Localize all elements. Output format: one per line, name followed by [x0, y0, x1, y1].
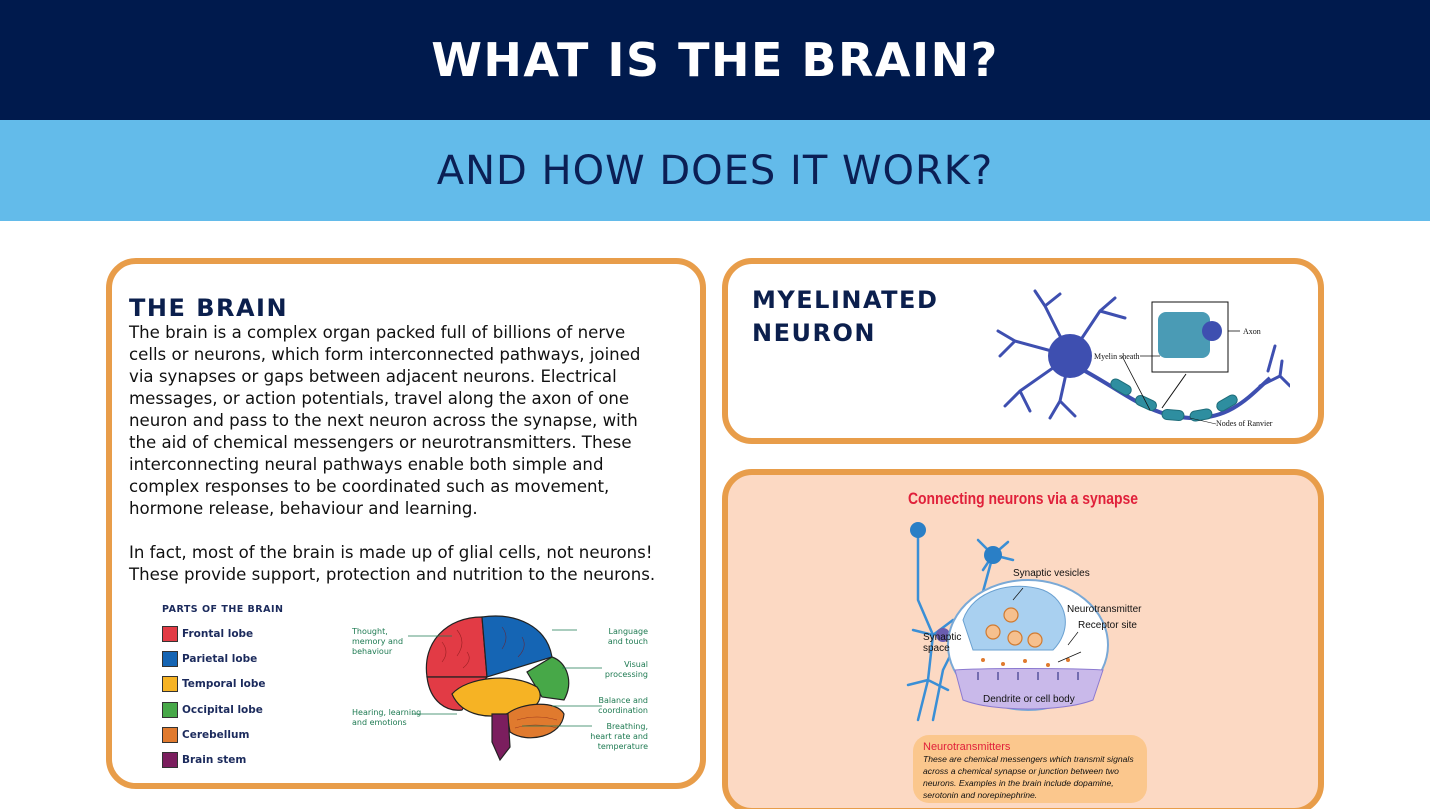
legend-item: Cerebellum: [162, 722, 283, 747]
legend-item: Parietal lobe: [162, 646, 283, 671]
page-title: WHAT IS THE BRAIN?: [431, 33, 999, 87]
synapse-figure: Synaptic vesicles Neurotransmitter Recep…: [903, 520, 1163, 730]
brain-card: THE BRAIN The brain is a complex organ p…: [106, 258, 706, 789]
neuron-card-title: MYELINATED NEURON: [752, 286, 939, 347]
brain-paragraph-1: The brain is a complex organ packed full…: [129, 323, 641, 518]
neuron-label-myelin: Myelin sheath: [1094, 352, 1140, 361]
legend-title: PARTS OF THE BRAIN: [162, 604, 284, 615]
brain-illustration: [408, 615, 602, 762]
title-banner: WHAT IS THE BRAIN?: [0, 0, 1430, 120]
neuron-card: MYELINATED NEURON: [722, 258, 1324, 444]
brain-label-balance: Balance and coordination: [598, 696, 648, 715]
synapse-label-neurotransmitter: Neurotransmitter: [1067, 604, 1142, 615]
brain-label-thought: Thought, memory and behaviour: [352, 627, 404, 656]
synapse-illustration: [906, 522, 1109, 722]
synapse-label-receptor: Receptor site: [1078, 620, 1137, 631]
page-subtitle: AND HOW DOES IT WORK?: [436, 147, 994, 194]
synapse-label-vesicles: Synaptic vesicles: [1013, 568, 1090, 579]
neuron-label-nodes: Nodes of Ranvier: [1216, 419, 1273, 428]
legend-label: Brain stem: [182, 754, 247, 767]
legend-item: Occipital lobe: [162, 697, 283, 722]
legend-item: Brain stem: [162, 747, 283, 772]
legend-item: Temporal lobe: [162, 672, 283, 697]
legend-label: Cerebellum: [182, 728, 250, 741]
legend-label: Occipital lobe: [182, 703, 263, 716]
legend-swatch: [162, 752, 178, 769]
synapse-card: Connecting neurons via a synapse: [722, 469, 1324, 809]
subtitle-banner: AND HOW DOES IT WORK?: [0, 120, 1430, 221]
legend-item: Frontal lobe: [162, 621, 283, 646]
brain-parts-legend: PARTS OF THE BRAIN Frontal lobe Parietal…: [162, 604, 283, 773]
legend-swatch: [162, 726, 178, 743]
brain-card-text: The brain is a complex organ packed full…: [129, 322, 699, 608]
neuron-illustration: [996, 289, 1292, 425]
legend-swatch: [162, 625, 178, 642]
legend-label: Frontal lobe: [182, 627, 254, 640]
synapse-card-title: Connecting neurons via a synapse: [907, 489, 1139, 508]
legend-swatch: [162, 676, 178, 693]
neurotransmitter-callout: Neurotransmitters These are chemical mes…: [913, 735, 1147, 803]
brain-label-breathing: Breathing, heart rate and temperature: [590, 722, 648, 751]
brain-label-hearing: Hearing, learning and emotions: [352, 708, 422, 727]
brain-card-title: THE BRAIN: [129, 294, 289, 322]
legend-label: Temporal lobe: [182, 678, 266, 691]
synapse-label-dendrite: Dendrite or cell body: [983, 694, 1075, 705]
brain-lobes-figure: Thought, memory and behaviour Hearing, l…: [352, 602, 652, 767]
legend-swatch: [162, 701, 178, 718]
legend-swatch: [162, 650, 178, 667]
brain-label-language: Language and touch: [607, 627, 648, 646]
neuron-label-axon: Axon: [1243, 327, 1261, 336]
callout-title: Neurotransmitters: [923, 741, 1011, 753]
brain-label-visual: Visual processing: [604, 660, 648, 679]
callout-text: These are chemical messengers which tran…: [923, 754, 1134, 800]
legend-label: Parietal lobe: [182, 652, 258, 665]
brain-paragraph-2: In fact, most of the brain is made up of…: [129, 543, 656, 584]
synapse-label-space: Synaptic space: [923, 632, 962, 654]
neuron-figure: Axon Myelin sheath Nodes of Ranvier: [990, 286, 1292, 434]
